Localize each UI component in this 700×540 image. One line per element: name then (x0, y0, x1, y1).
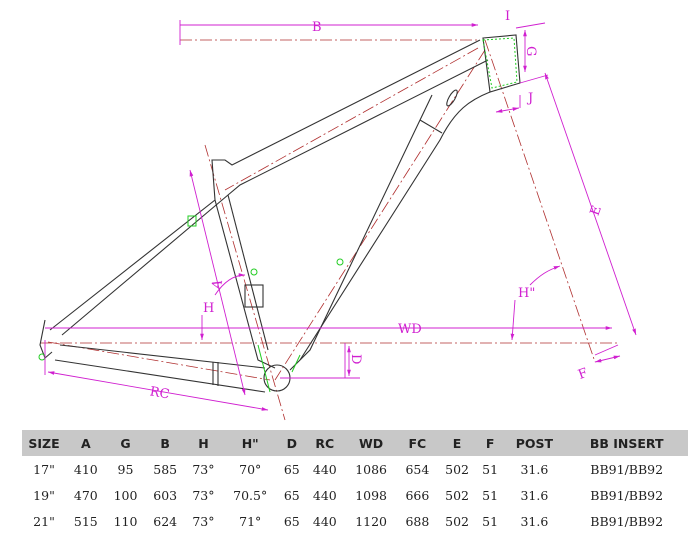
table-cell: 51 (482, 513, 499, 529)
table-cell: 65 (283, 487, 300, 503)
table-cell: 502 (445, 513, 469, 529)
table-cell: 585 (153, 461, 178, 477)
col-header: H (185, 430, 222, 456)
label-b: B (312, 20, 322, 35)
table-cell: 1120 (355, 513, 387, 529)
table-cell: 654 (405, 461, 430, 477)
label-j: J (526, 91, 533, 106)
table-cell: 502 (445, 487, 469, 503)
col-header: WD (344, 430, 398, 456)
table-cell: 51 (482, 487, 499, 503)
col-header: F (476, 430, 504, 456)
table-cell: 1098 (355, 487, 387, 503)
table-cell: 73° (192, 461, 215, 477)
table-cell: 73° (192, 513, 215, 529)
col-header: RC (304, 430, 345, 456)
table-cell: 21" (33, 513, 55, 529)
table-cell: 470 (73, 487, 98, 503)
table-cell: 624 (153, 513, 178, 529)
label-g: G (523, 46, 538, 56)
table-cell: 19" (33, 487, 55, 503)
table-cell: 502 (445, 461, 469, 477)
label-d: D (348, 354, 363, 364)
label-e: E (588, 204, 605, 218)
table-row: 19" 470 100 603 73° 70.5° 65 440 1098 666 502 51 31.… (22, 482, 688, 508)
table-cell: 515 (73, 513, 98, 529)
label-h: H (203, 301, 214, 316)
col-header: POST (503, 430, 566, 456)
table-cell: 440 (312, 487, 337, 503)
table-cell: 410 (73, 461, 98, 477)
table-row: 17" 410 95 585 73° 70° 65 440 1086 654 502 51 31.6 BB… (22, 456, 688, 482)
table-cell: 31.6 (520, 513, 549, 529)
col-header: A (66, 430, 106, 456)
label-h-double-prime: H" (518, 286, 535, 301)
table-cell: 31.6 (520, 461, 549, 477)
table-cell: BB91/BB92 (590, 461, 664, 477)
table-cell: BB91/BB92 (590, 487, 664, 503)
table-cell: 71° (239, 513, 262, 529)
col-header: G (105, 430, 146, 456)
table-cell: 65 (283, 461, 300, 477)
table-cell: 70° (239, 461, 262, 477)
label-a: A (209, 278, 226, 293)
label-i: I (505, 9, 510, 24)
col-header: H" (221, 430, 279, 456)
frame-outline (39, 34, 521, 393)
table-cell: 603 (153, 487, 178, 503)
table-cell: 17" (33, 461, 55, 477)
table-cell: 440 (312, 513, 337, 529)
table-cell: BB91/BB92 (590, 513, 664, 529)
table-cell: 100 (113, 487, 138, 503)
table-cell: 95 (117, 461, 134, 477)
frame-geometry-diagram: B I G J E H" F WD D RC A H (38, 9, 637, 421)
table-cell: 688 (405, 513, 430, 529)
col-header: D (278, 430, 305, 456)
col-header: FC (397, 430, 438, 456)
table-cell: 31.6 (520, 487, 549, 503)
table-cell: 70.5° (233, 487, 268, 503)
table-cell: 666 (405, 487, 430, 503)
label-wd: WD (398, 322, 422, 337)
table-cell: 110 (113, 513, 138, 529)
col-header: E (437, 430, 477, 456)
table-header-row: SIZE A G B H H" D RC WD FC E F POST BB I… (22, 430, 688, 456)
geometry-table: SIZE A G B H H" D RC WD FC E F POST BB I… (22, 430, 688, 534)
label-f: F (576, 366, 590, 383)
table-row: 21" 515 110 624 73° 71° 65 440 1120 688 502 51 31.6 B… (22, 508, 688, 534)
dimension-lines (44, 20, 637, 411)
col-header: SIZE (22, 430, 66, 456)
table-cell: 1086 (355, 461, 387, 477)
table-cell: 51 (482, 461, 499, 477)
table-cell: 440 (312, 461, 337, 477)
detail-marks (38, 37, 518, 393)
col-header: B (145, 430, 186, 456)
table-cell: 65 (283, 513, 300, 529)
col-header: BB INSERT (565, 430, 688, 456)
table-cell: 73° (192, 487, 215, 503)
label-rc: RC (149, 384, 171, 402)
